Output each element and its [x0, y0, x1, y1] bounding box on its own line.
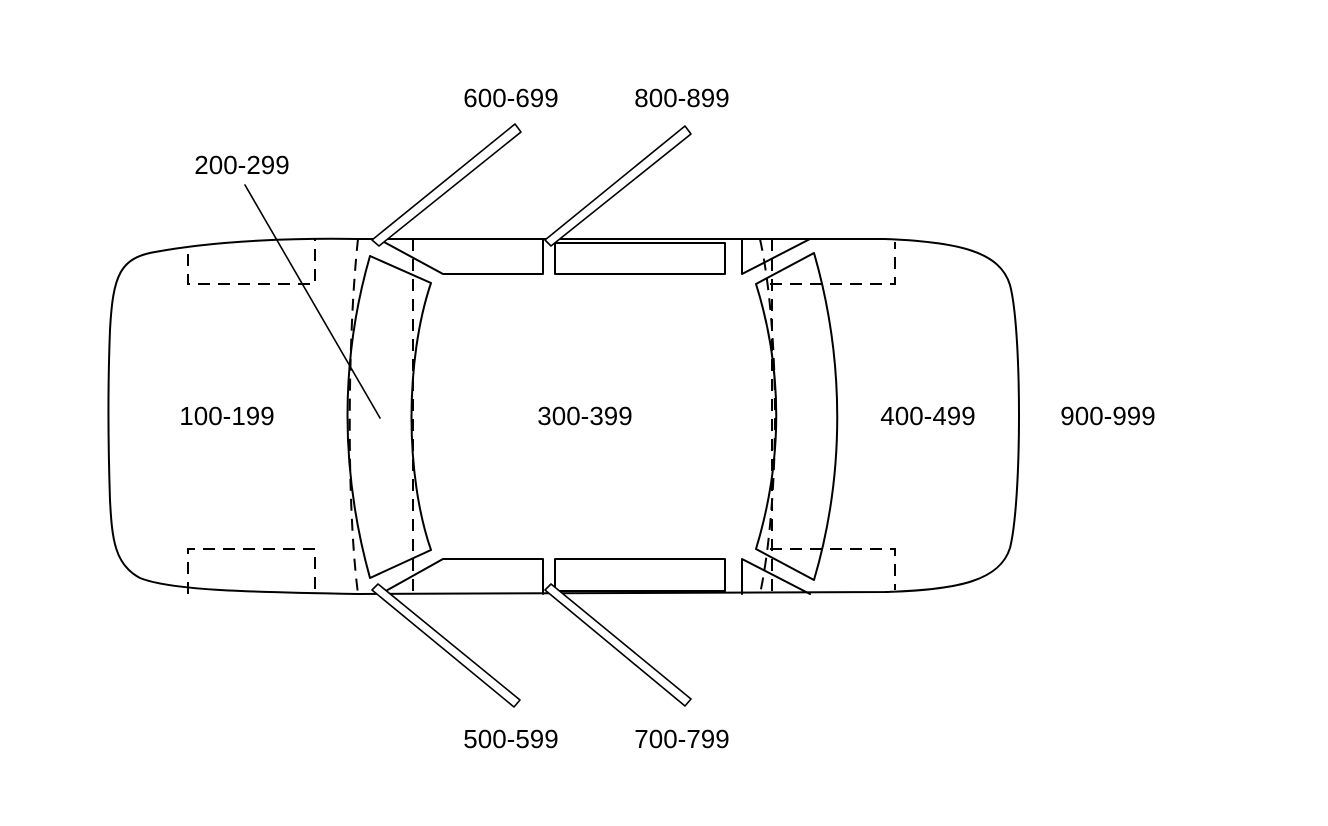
left-rear-door-panel — [544, 583, 692, 707]
front-bulkhead-dashed — [348, 238, 359, 595]
left-front-door-panel — [371, 583, 521, 708]
rear-window — [755, 252, 839, 581]
zone-label-windshield: 200-299 — [194, 150, 289, 180]
zone-label-left-front-door: 500-599 — [463, 724, 558, 754]
zone-label-right-rear-door: 800-899 — [634, 83, 729, 113]
right-rear-window — [554, 242, 726, 275]
windshield — [346, 255, 432, 579]
front-left-wheel-well — [187, 548, 316, 594]
zone-label-rear: 400-499 — [880, 401, 975, 431]
front-right-wheel-well — [187, 239, 316, 285]
rear-left-wheel-well — [770, 548, 896, 590]
right-rear-quarter-window — [741, 238, 811, 275]
rear-right-wheel-well — [770, 242, 896, 285]
right-front-window — [383, 238, 544, 275]
zone-label-passenger-compartment: 300-399 — [537, 401, 632, 431]
zone-label-left-rear-door: 700-799 — [634, 724, 729, 754]
right-front-door-panel — [371, 123, 522, 247]
left-rear-quarter-window — [741, 558, 811, 595]
zone-label-outside-vehicle: 900-999 — [1060, 401, 1155, 431]
car-body-outline — [107, 237, 1020, 595]
left-rear-window — [554, 558, 726, 592]
zone-label-right-front-door: 600-699 — [463, 83, 558, 113]
left-front-window — [383, 558, 544, 595]
zone-label-front: 100-199 — [179, 401, 274, 431]
right-rear-door-panel — [544, 125, 692, 247]
windshield-leader-line — [244, 184, 381, 419]
